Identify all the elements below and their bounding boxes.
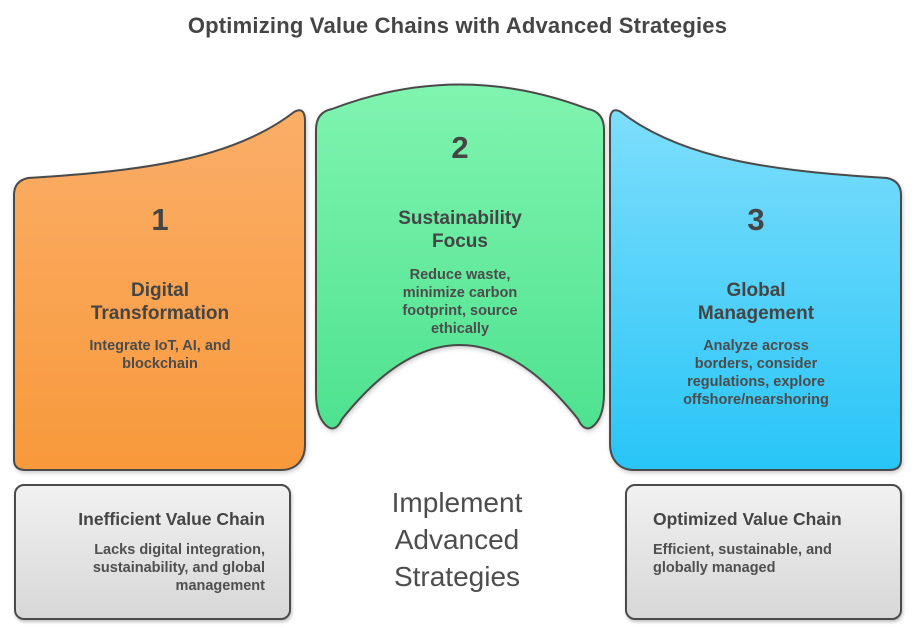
stage1-description: Integrate IoT, AI, and blockchain: [60, 337, 260, 373]
optimized-desc-line1: Efficient, sustainable, and: [653, 542, 832, 558]
stage3-desc-line1: Analyze across: [703, 338, 809, 354]
stage2-title-line1: Sustainability: [398, 208, 522, 229]
implement-strategies-label: Implement Advanced Strategies: [357, 484, 557, 595]
stage1-number: 1: [151, 202, 169, 237]
stage2-desc-line2: minimize carbon: [402, 285, 518, 301]
inefficient-desc-line3: management: [175, 578, 265, 594]
center-label-line1: Implement: [391, 487, 523, 518]
stage2-desc-line3: footprint, source: [402, 303, 518, 319]
inefficient-value-chain-box: Inefficient Value Chain Lacks digital in…: [14, 484, 291, 620]
stage3-shape: [609, 109, 902, 471]
stage1-desc-line1: Integrate IoT, AI, and: [89, 338, 231, 354]
optimized-box-description: Efficient, sustainable, and globally man…: [653, 541, 884, 577]
stage2-number: 2: [451, 130, 469, 165]
inefficient-box-description: Lacks digital integration, sustainabilit…: [34, 541, 265, 595]
optimized-desc-line2: globally managed: [653, 560, 776, 576]
inefficient-desc-line2: sustainability, and global: [92, 560, 265, 576]
stage3-title-line1: Global: [726, 280, 786, 301]
stage3-desc-line3: regulations, explore: [687, 374, 825, 390]
stage3-description: Analyze across borders, consider regulat…: [656, 337, 856, 409]
stage3-title-line2: Management: [697, 303, 815, 324]
stage2-title: Sustainability Focus: [360, 207, 560, 253]
stage3-desc-line2: borders, consider: [694, 356, 818, 372]
stage2-description: Reduce waste, minimize carbon footprint,…: [360, 266, 560, 338]
stage3-title: Global Management: [656, 279, 856, 325]
optimized-value-chain-box: Optimized Value Chain Efficient, sustain…: [625, 484, 902, 620]
stage2-desc-line4: ethically: [430, 321, 490, 337]
stage3-number: 3: [747, 202, 765, 237]
optimized-box-title: Optimized Value Chain: [653, 509, 842, 529]
stage3-desc-line4: offshore/nearshoring: [683, 392, 829, 408]
diagram-title: Optimizing Value Chains with Advanced St…: [187, 13, 728, 38]
stage2-shape: [315, 83, 605, 430]
stage1-title: Digital Transformation: [60, 279, 260, 325]
stage1-title-line1: Digital: [130, 280, 190, 301]
center-label-line2: Advanced: [394, 524, 520, 555]
inefficient-desc-line1: Lacks digital integration,: [94, 542, 265, 558]
stage1-title-line2: Transformation: [90, 303, 230, 324]
stage1-desc-line2: blockchain: [122, 356, 198, 372]
inefficient-box-title: Inefficient Value Chain: [78, 509, 265, 529]
stage1-shape: [13, 109, 306, 471]
center-label-line3: Strategies: [393, 561, 521, 592]
stage2-desc-line1: Reduce waste,: [409, 267, 511, 283]
stage2-title-line2: Focus: [432, 231, 488, 252]
